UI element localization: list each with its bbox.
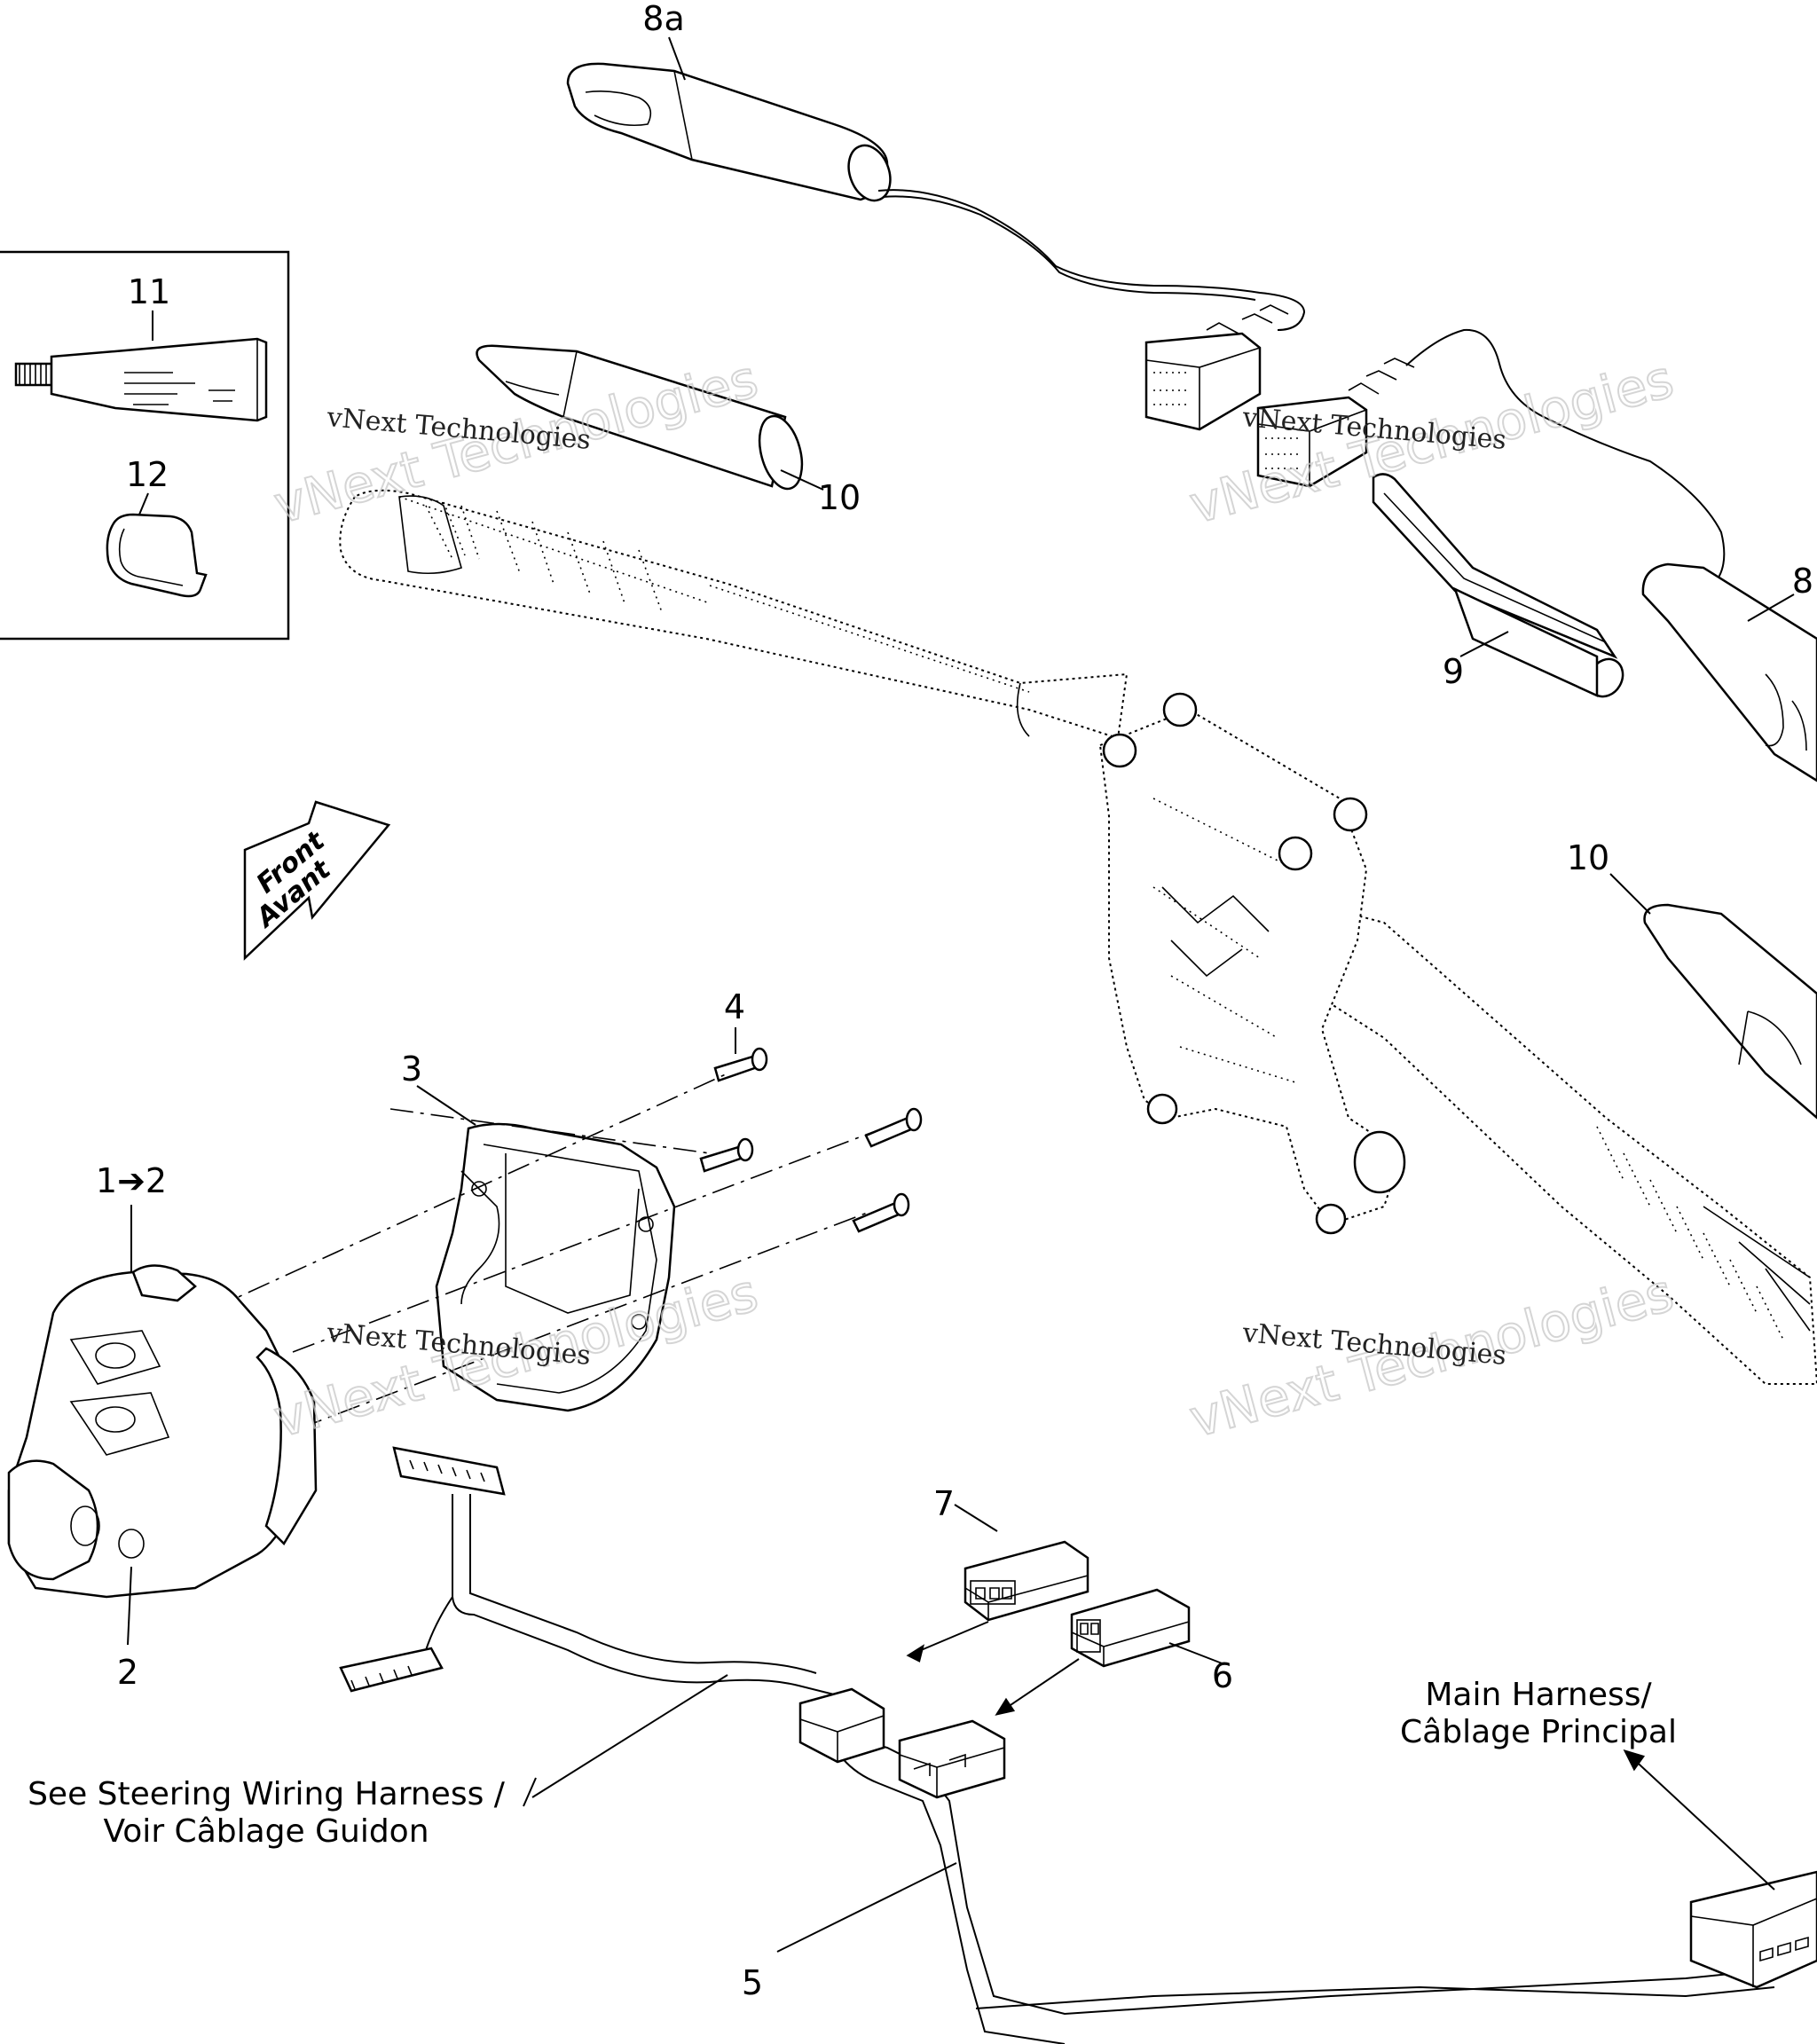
grease-tube-part-11 xyxy=(14,337,268,422)
alignment-lines xyxy=(210,1073,888,1429)
harness-connectors xyxy=(798,1687,1006,1799)
grip-connector-pair-left xyxy=(1144,304,1289,431)
main-harness-plug xyxy=(1689,1870,1817,1989)
callout-11: 11 xyxy=(128,272,170,311)
callout-5: 5 xyxy=(742,1963,763,2002)
heater-element-part-9 xyxy=(1372,473,1624,698)
callout-10-lower: 10 xyxy=(1567,838,1609,877)
callout-7: 7 xyxy=(933,1484,955,1523)
callout-10-upper: 10 xyxy=(818,478,861,517)
handlebar-ghost xyxy=(339,489,1817,1385)
callout-3: 3 xyxy=(401,1050,422,1089)
grip-part-10-lower xyxy=(1643,903,1817,1120)
handlebar-switch-part-1 xyxy=(7,1264,318,1599)
steering-harness-note-line1: See Steering Wiring Harness / xyxy=(28,1776,506,1812)
screws-part-4 xyxy=(699,1047,923,1233)
handlebar-riser-ghost xyxy=(1098,692,1406,1235)
main-harness-label-line2: Câblage Principal xyxy=(1400,1714,1677,1750)
callout-12: 12 xyxy=(126,455,169,494)
watermark-lower-right: vNext Technologies vNext Technologies xyxy=(1183,1262,1680,1450)
steering-harness-note-line2: Voir Câblage Guidon xyxy=(103,1813,429,1850)
callout-8: 8 xyxy=(1792,562,1813,601)
callout-1-to-2: 1➔2 xyxy=(96,1161,167,1200)
switch-housing-part-3 xyxy=(435,1122,676,1412)
clip-part-12 xyxy=(106,513,208,598)
heated-grip-element-part-8a xyxy=(566,62,1306,331)
grip-connector-pair-right xyxy=(1256,328,1726,586)
inset-box xyxy=(0,250,290,641)
heated-grip-element-part-8 xyxy=(1641,562,1817,782)
callout-9: 9 xyxy=(1443,652,1464,691)
callout-6: 6 xyxy=(1212,1656,1233,1695)
front-direction-arrow: Front Avant xyxy=(243,800,391,961)
main-harness-label-line1: Main Harness/ xyxy=(1425,1677,1652,1713)
callout-4: 4 xyxy=(724,987,745,1026)
connector-part-6 xyxy=(1070,1588,1191,1668)
grip-part-10-upper xyxy=(476,344,804,491)
callout-2: 2 xyxy=(117,1653,138,1692)
callout-8a: 8a xyxy=(642,0,684,38)
connector-part-7 xyxy=(964,1540,1089,1622)
